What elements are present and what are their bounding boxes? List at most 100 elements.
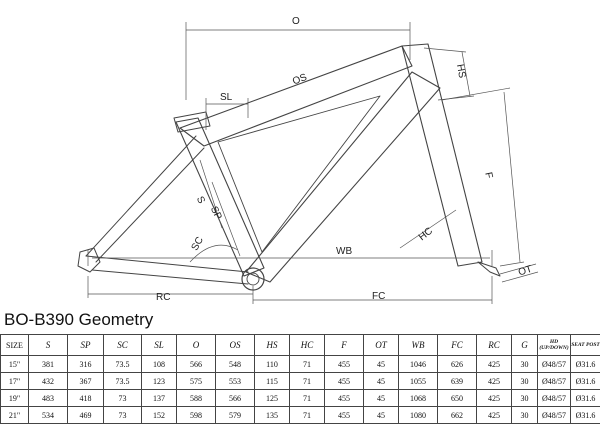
table-cell: Ø48/57 (537, 372, 571, 390)
header-cell: WB (398, 334, 438, 356)
header-cell: SC (103, 334, 142, 356)
table-cell: Ø31.6 (570, 355, 600, 373)
header-cell: SL (141, 334, 177, 356)
header-cell: F (324, 334, 364, 356)
table-cell: 455 (324, 355, 364, 373)
label-os: OS (291, 72, 309, 88)
table-cell: 110 (254, 355, 290, 373)
table-row: 19" 483 418 73 137 588 566 125 71 455 45… (0, 389, 600, 407)
head-tube (401, 43, 483, 267)
table-cell: 71 (289, 355, 325, 373)
chain-stays (85, 255, 249, 285)
label-rc: RC (156, 292, 170, 303)
table-cell: 548 (215, 355, 255, 373)
table-cell: 425 (476, 355, 512, 373)
table-cell: 455 (324, 372, 364, 390)
table-cell: 152 (141, 406, 177, 424)
header-cell: FC (437, 334, 477, 356)
table-cell: 367 (67, 372, 104, 390)
table-cell: 73.5 (103, 355, 142, 373)
table-cell: 45 (363, 389, 399, 407)
table-cell: 73 (103, 389, 142, 407)
table-cell: 19" (0, 389, 29, 407)
table-cell: Ø31.6 (570, 372, 600, 390)
dim-o (185, 22, 411, 100)
table-cell: 71 (289, 406, 325, 424)
table-cell: 455 (324, 406, 364, 424)
label-ot: OT (517, 264, 534, 279)
table-cell: Ø31.6 (570, 389, 600, 407)
table-cell: 425 (476, 406, 512, 424)
table-cell: 566 (215, 389, 255, 407)
table-cell: 469 (67, 406, 104, 424)
header-cell: OS (215, 334, 255, 356)
header-cell: HD (UP/DOWN) (537, 334, 571, 356)
table-cell: 30 (511, 389, 538, 407)
label-hc: HC (417, 226, 435, 244)
table-cell: 455 (324, 389, 364, 407)
table-cell: 639 (437, 372, 477, 390)
table-cell: 575 (176, 372, 216, 390)
header-cell: G (511, 334, 538, 356)
dim-wb (87, 250, 493, 266)
table-cell: Ø31.6 (570, 406, 600, 424)
model-title: BO-B390 Geometry (4, 310, 154, 329)
seat-tube (175, 117, 265, 277)
table-header-row: SIZE S SP SC SL O OS HS HC F OT WB FC RC… (0, 334, 600, 356)
table-cell: 30 (511, 406, 538, 424)
table-cell: 123 (141, 372, 177, 390)
table-cell: 1080 (398, 406, 438, 424)
table-cell: 137 (141, 389, 177, 407)
table-cell: 135 (254, 406, 290, 424)
table-row: 15" 381 316 73.5 108 566 548 110 71 455 … (0, 355, 600, 373)
label-wb: WB (336, 246, 352, 257)
table-cell: 579 (215, 406, 255, 424)
header-cell: SP (67, 334, 104, 356)
table-cell: 483 (28, 389, 68, 407)
seat-stays (85, 135, 205, 263)
table-cell: 30 (511, 372, 538, 390)
table-cell: 432 (28, 372, 68, 390)
dim-s-sp (199, 159, 241, 257)
table-cell: 45 (363, 406, 399, 424)
dim-f (441, 87, 525, 267)
table-cell: 418 (67, 389, 104, 407)
fork (477, 261, 501, 277)
dim-hc (399, 209, 457, 249)
dim-rc-fc (87, 276, 493, 304)
header-cell: S (28, 334, 68, 356)
table-cell: 30 (511, 355, 538, 373)
label-hs: HS (454, 63, 467, 79)
table-cell: 650 (437, 389, 477, 407)
table-cell: 45 (363, 372, 399, 390)
dim-ot (499, 263, 539, 283)
geometry-table: SIZE S SP SC SL O OS HS HC F OT WB FC RC… (0, 334, 600, 424)
table-cell: 15" (0, 355, 29, 373)
table-cell: 1046 (398, 355, 438, 373)
header-cell: SIZE (0, 334, 29, 356)
table-cell: 553 (215, 372, 255, 390)
table-cell: Ø48/57 (537, 389, 571, 407)
header-cell: SEAT POST (570, 334, 600, 356)
header-cell: HC (289, 334, 325, 356)
header-cell: RC (476, 334, 512, 356)
seat-collar (173, 111, 211, 133)
table-cell: 73.5 (103, 372, 142, 390)
table-cell: 71 (289, 389, 325, 407)
table-cell: 115 (254, 372, 290, 390)
table-cell: 662 (437, 406, 477, 424)
table-cell: Ø48/57 (537, 406, 571, 424)
table-cell: 45 (363, 355, 399, 373)
table-row: 21" 534 469 73 152 598 579 135 71 455 45… (0, 406, 600, 424)
header-cell: HS (254, 334, 290, 356)
table-cell: 125 (254, 389, 290, 407)
label-sl: SL (220, 92, 233, 103)
table-cell: 566 (176, 355, 216, 373)
label-sp: SP (208, 205, 224, 222)
rear-dropout (77, 247, 101, 273)
table-cell: 316 (67, 355, 104, 373)
frame-geometry-diagram: O OS HS SL F HC S SP SC WB OT RC FC (77, 16, 539, 304)
table-cell: 73 (103, 406, 142, 424)
table-cell: 71 (289, 372, 325, 390)
table-cell: 425 (476, 372, 512, 390)
